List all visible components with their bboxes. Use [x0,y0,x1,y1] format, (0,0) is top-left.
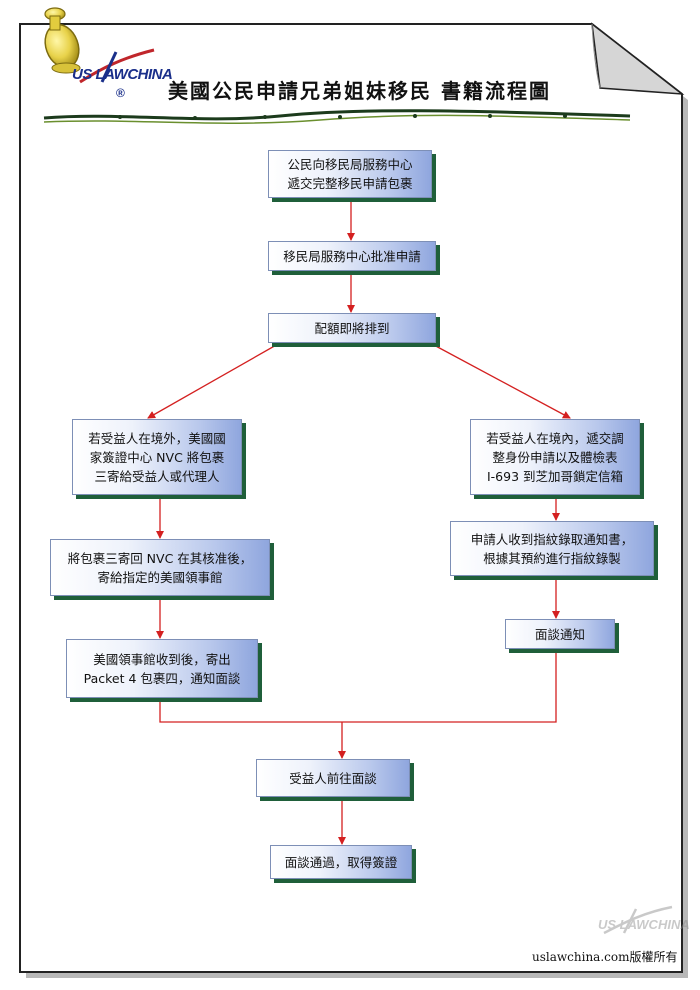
flow-step-beneficiary-in-us: 若受益人在境內，遞交調 整身份申請以及體檢表 I-693 到芝加哥鎖定信箱 [470,419,640,495]
flow-step-attend-interview: 受益人前往面談 [256,759,410,797]
logo-swoosh-icon [79,48,155,84]
registered-mark: ® [116,86,125,100]
watermark-swoosh-icon [603,905,673,935]
watermark-logo: US LAWCHINA [598,905,690,945]
flow-step-submit-petition: 公民向移民局服務中心 遞交完整移民申請包裹 [268,150,432,198]
page-title: 美國公民申請兄弟姐妹移民 書籍流程圖 [168,79,551,103]
uslawchina-logo: US LAWCHINA ® [72,48,173,108]
arrow-step3-right [431,343,571,419]
flow-step-consulate-interview-notice: 美國領事館收到後，寄出 Packet 4 包裹四，通知面談 [66,639,258,698]
flow-step-beneficiary-abroad: 若受益人在境外，美國國 家簽證中心 NVC 將包裹 三寄給受益人或代理人 [72,419,242,495]
flow-step-fingerprint-notice: 申請人收到指紋錄取通知書， 根據其預約進行指紋錄製 [450,521,654,576]
flow-step-return-to-nvc: 將包裹三寄回 NVC 在其核准後， 寄給指定的美國領事館 [50,539,270,596]
copyright-notice: uslawchina.com版權所有 [532,950,678,964]
flow-step-quota-current: 配額即將排到 [268,313,436,343]
flow-step-petition-approved: 移民局服務中心批准申請 [268,241,436,271]
arrow-step3-left [147,343,279,419]
pushpin-icon [44,7,81,74]
paper-sheet [19,23,683,973]
header-divider [43,109,631,124]
merge-line [159,650,557,723]
flow-connectors [147,200,571,845]
logo-wordmark: US LAWCHINA [72,66,173,83]
watermark-wordmark: US LAWCHINA [598,917,690,932]
page-curl [591,22,685,95]
flow-step-visa-granted: 面談通過，取得簽證 [270,845,412,879]
flow-step-interview-notice: 面談通知 [505,619,615,649]
